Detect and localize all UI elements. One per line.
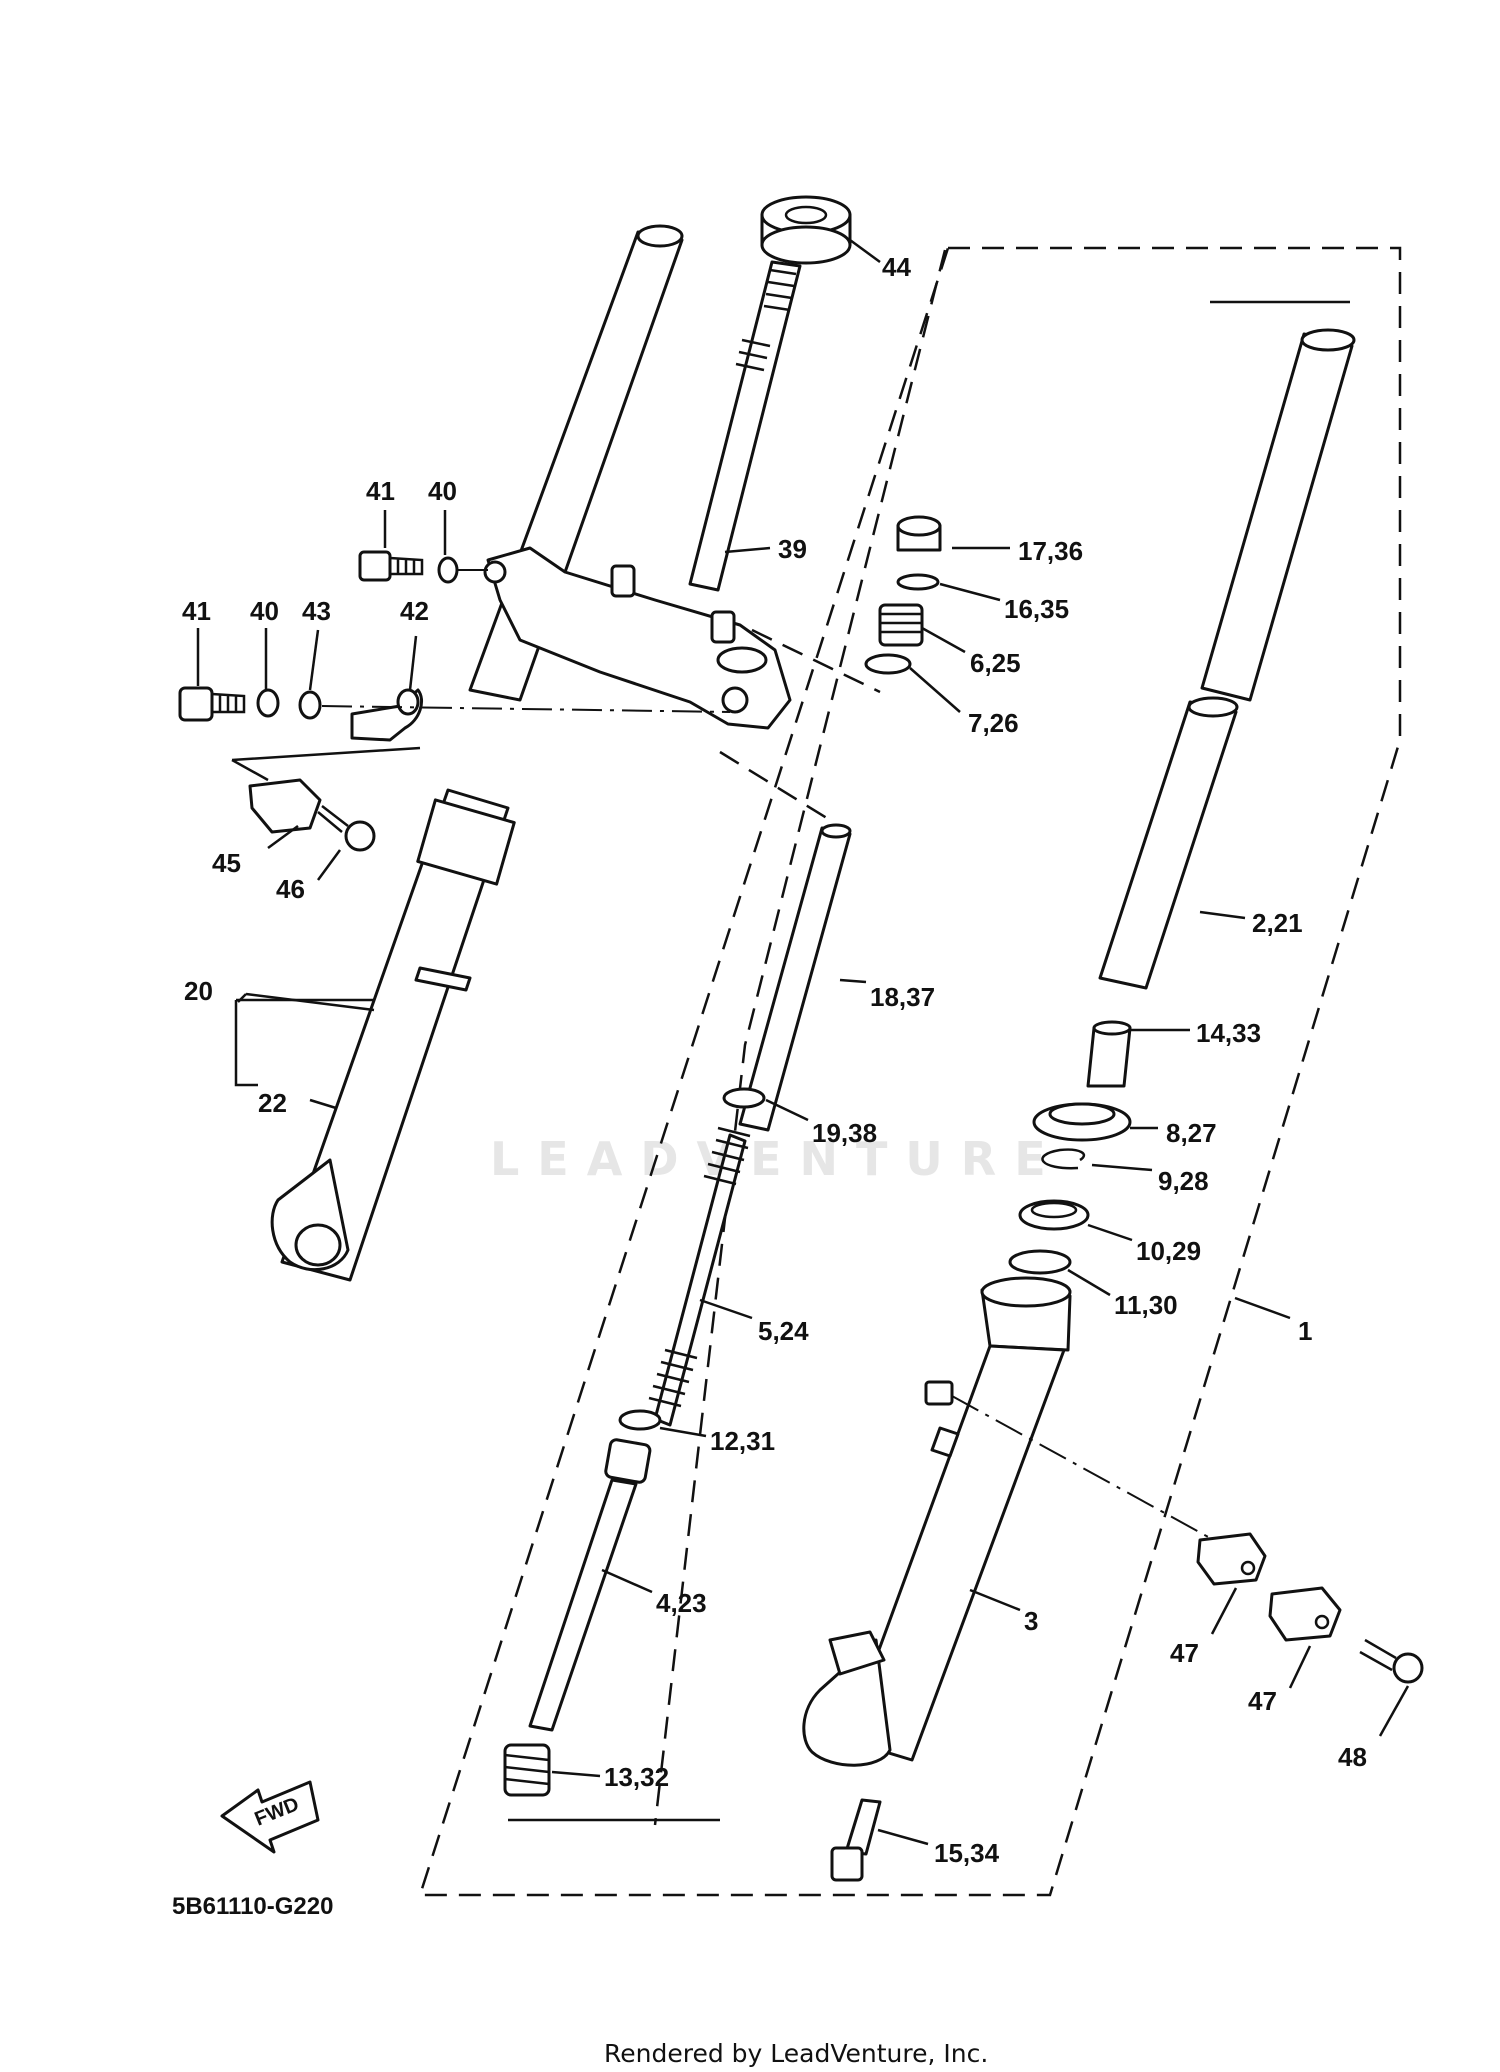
fwd-arrow-icon: FWD [220, 1780, 320, 1854]
leader-lines [196, 238, 1410, 1846]
callout-42: 42 [400, 596, 429, 626]
callout-9-28: 9,28 [1158, 1166, 1209, 1196]
clamp-47-a [1196, 1532, 1267, 1586]
bolt-15 [830, 1798, 882, 1882]
callout-43: 43 [302, 596, 331, 626]
clip-9 [1041, 1148, 1086, 1170]
watermark-text: LEADVENTURE [490, 1132, 1064, 1186]
bolt-41-upper [358, 550, 424, 582]
damper-rod-4 [528, 1438, 652, 1732]
damper-rod-18 [738, 826, 852, 1132]
footer-text: Rendered by LeadVenture, Inc. [604, 2039, 988, 2068]
o-ring-16 [896, 573, 940, 591]
callout-16-35: 16,35 [1004, 594, 1069, 624]
callout-45: 45 [212, 848, 241, 878]
spacer-6 [878, 603, 924, 647]
callout-7-26: 7,26 [968, 708, 1019, 738]
diagram-code: 5B61110-G220 [172, 1893, 333, 1920]
spring-5 [648, 1126, 751, 1427]
callout-5-24: 5,24 [758, 1316, 809, 1346]
dust-seal-8 [1032, 1102, 1132, 1142]
callout-39: 39 [778, 534, 807, 564]
inner-parts-dashed-line [653, 249, 947, 1826]
callout-44: 44 [882, 252, 911, 282]
oil-lock-14 [1086, 1020, 1132, 1088]
spring-13 [503, 1743, 551, 1797]
callout-2-21: 2,21 [1252, 908, 1303, 938]
callout-19-38: 19,38 [812, 1118, 877, 1148]
bolt-48 [1359, 1638, 1424, 1684]
callout-1: 1 [1298, 1316, 1312, 1346]
callout-11-30: 11,30 [1114, 1290, 1178, 1320]
callout-labels: 44 41 40 39 41 40 43 42 45 46 20 22 17,3… [182, 252, 1367, 1868]
callout-41-lower: 41 [182, 596, 211, 626]
assembly-outline-dashed [418, 246, 1402, 1897]
bolt-41-lower [178, 686, 246, 722]
callout-22: 22 [258, 1088, 287, 1118]
callout-17-36: 17,36 [1018, 536, 1083, 566]
leader-bracket-45 [231, 746, 421, 782]
bearing-44 [760, 195, 852, 265]
washer-43 [298, 690, 322, 720]
callout-4-23: 4,23 [656, 1588, 707, 1618]
callout-15-34: 15,34 [934, 1838, 1000, 1868]
ring-12 [618, 1409, 662, 1431]
leader-dashed-18 [719, 750, 831, 822]
assembled-fork-left [270, 224, 802, 1282]
ring-7 [864, 653, 912, 675]
callout-20: 20 [184, 976, 213, 1006]
inner-tube-2-lower [1098, 700, 1238, 990]
callout-47-b: 47 [1248, 1686, 1277, 1716]
callout-40-upper: 40 [428, 476, 457, 506]
inner-tube-2-upper [1200, 332, 1354, 702]
ring-19 [722, 1087, 766, 1109]
fork-outer-tube-left [280, 788, 510, 1282]
clamp-47-b [1268, 1586, 1342, 1642]
washer-40-upper [437, 556, 459, 584]
clamp-45 [248, 778, 322, 834]
callout-46: 46 [276, 874, 305, 904]
oil-seal-10 [1018, 1199, 1090, 1231]
bracket-42 [350, 688, 423, 742]
leader-dashed-7 [751, 628, 881, 694]
callout-18-37: 18,37 [870, 982, 935, 1012]
callout-10-29: 10,29 [1136, 1236, 1201, 1266]
callout-8-27: 8,27 [1166, 1118, 1217, 1148]
outer-tube-3 [802, 1276, 1072, 1767]
callout-40-lower: 40 [250, 596, 279, 626]
steering-stem [688, 260, 802, 592]
cap-bolt-17 [896, 515, 942, 552]
callout-14-33: 14,33 [1196, 1018, 1261, 1048]
callout-3: 3 [1024, 1606, 1038, 1636]
callout-48: 48 [1338, 1742, 1367, 1772]
lower-bracket [486, 546, 792, 730]
washer-40-lower [256, 688, 280, 718]
callout-6-25: 6,25 [970, 648, 1021, 678]
alignment-line-clamp-47 [951, 1395, 1251, 1561]
callout-13-32: 13,32 [604, 1762, 669, 1792]
washer-11 [1008, 1249, 1072, 1275]
callout-41-upper: 41 [366, 476, 395, 506]
bolt-46 [317, 805, 376, 852]
callout-47-a: 47 [1170, 1638, 1199, 1668]
callout-12-31: 12,31 [710, 1426, 775, 1456]
alignment-line-lower [321, 705, 731, 713]
